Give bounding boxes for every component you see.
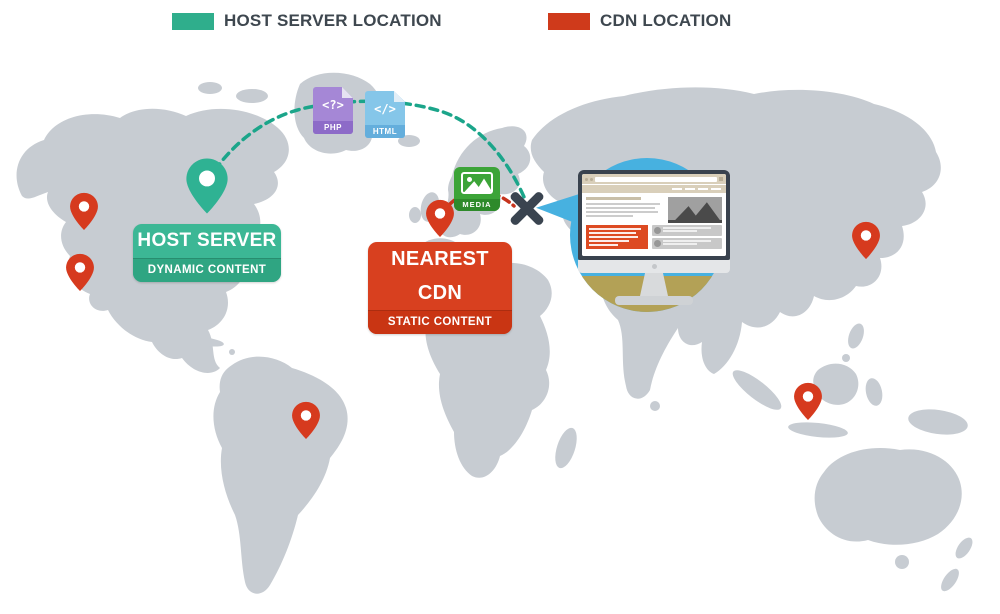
address-field <box>595 176 717 182</box>
avatar <box>654 240 661 247</box>
browser-dot-icon <box>590 177 593 181</box>
caribbean-island <box>229 349 235 355</box>
power-button-icon <box>651 264 657 269</box>
nav-link-placeholder <box>672 188 682 190</box>
cdn-pin-indonesia <box>793 382 823 421</box>
list-block <box>652 225 722 251</box>
south-america <box>213 356 348 594</box>
html-label: HTML <box>365 125 405 138</box>
computer-monitor <box>578 170 730 305</box>
skeleton-line <box>586 197 641 200</box>
java <box>788 422 848 438</box>
nearest-cdn-title: NEAREST CDN <box>391 248 489 304</box>
philippines <box>842 354 850 362</box>
host-server-callout: HOST SERVER DYNAMIC CONTENT <box>133 224 281 282</box>
iceland <box>398 135 420 147</box>
nearest-cdn-pin <box>425 199 455 238</box>
cdn-pin-south-america <box>291 401 321 440</box>
avatar <box>654 227 661 234</box>
browser-dot-icon <box>585 177 588 181</box>
browser-window <box>582 174 726 256</box>
html-file-icon: </> HTML <box>365 91 405 138</box>
page-fold-icon <box>394 91 405 102</box>
skeleton-line <box>663 230 698 232</box>
webpage-content <box>582 193 726 256</box>
article-text-block <box>586 197 664 223</box>
nearest-cdn-subtitle: STATIC CONTENT <box>368 310 512 334</box>
cdn-pin-us-south <box>65 253 95 292</box>
photo-icon <box>461 172 493 194</box>
php-label: PHP <box>313 121 353 134</box>
sulawesi <box>865 378 883 406</box>
monitor-stand-base <box>615 296 693 305</box>
australia <box>814 448 962 545</box>
php-symbol: <?> <box>322 98 344 112</box>
new-zealand <box>955 537 973 559</box>
static-content-route <box>439 188 516 216</box>
caribbean-island <box>192 337 224 347</box>
image-base <box>668 220 722 223</box>
legend-host-server: HOST SERVER LOCATION <box>172 11 442 31</box>
media-label: MEDIA <box>454 199 500 211</box>
browser-address-bar <box>582 174 726 184</box>
skeleton-line <box>586 203 661 205</box>
media-file-icon: MEDIA <box>454 167 500 211</box>
skeleton-line <box>589 244 619 246</box>
cdn-legend-label: CDN LOCATION <box>600 11 732 30</box>
host-server-legend-label: HOST SERVER LOCATION <box>224 11 442 30</box>
host-server-swatch <box>172 12 214 30</box>
monitor-stand-neck <box>640 273 668 296</box>
sumatra <box>732 370 782 410</box>
skeleton-line <box>586 215 633 217</box>
html-symbol: </> <box>374 102 396 116</box>
monitor-frame <box>578 170 730 260</box>
skeleton-line <box>589 232 637 234</box>
nav-link-placeholder <box>698 188 708 190</box>
host-server-title: HOST SERVER <box>137 230 277 251</box>
arctic-island <box>236 89 268 103</box>
skeleton-line <box>663 243 698 245</box>
cdn-pin-japan <box>851 221 881 260</box>
browser-location-x-icon <box>506 188 548 230</box>
legend-cdn: CDN LOCATION <box>548 11 731 31</box>
new-guinea <box>908 409 968 435</box>
skeleton-line <box>663 240 712 242</box>
php-file-icon: <?> PHP <box>313 87 353 134</box>
browser-menu-icon <box>719 177 723 181</box>
list-item <box>652 225 722 236</box>
list-item <box>652 238 722 249</box>
borneo <box>813 363 859 405</box>
japan <box>888 207 898 217</box>
nav-link-placeholder <box>711 188 721 190</box>
skeleton-line <box>663 227 712 229</box>
hero-image-placeholder <box>668 197 722 223</box>
sri-lanka <box>650 401 660 411</box>
sun-dot-icon <box>467 177 472 182</box>
tasmania <box>895 555 909 569</box>
nearest-cdn-callout: NEAREST CDN STATIC CONTENT <box>368 242 512 334</box>
skeleton-line <box>586 211 658 213</box>
skeleton-line <box>586 207 655 209</box>
skeleton-line <box>589 228 641 230</box>
monitor-chin <box>578 260 730 273</box>
arctic-island <box>198 82 222 94</box>
cdn-swatch <box>548 12 590 30</box>
skeleton-line <box>589 240 630 242</box>
page-fold-icon <box>342 87 353 98</box>
content-row-bottom <box>586 225 722 251</box>
cdn-pin-us-north <box>69 192 99 231</box>
host-server-pin <box>185 157 229 215</box>
ireland <box>409 207 421 223</box>
skeleton-line <box>589 236 639 238</box>
philippines <box>848 323 864 349</box>
new-zealand <box>941 568 959 592</box>
content-row-top <box>586 197 722 223</box>
nav-link-placeholder <box>685 188 695 190</box>
highlight-panel <box>586 225 648 249</box>
madagascar <box>555 427 577 469</box>
browser-nav-bar <box>582 185 726 193</box>
host-server-subtitle: DYNAMIC CONTENT <box>133 258 281 282</box>
